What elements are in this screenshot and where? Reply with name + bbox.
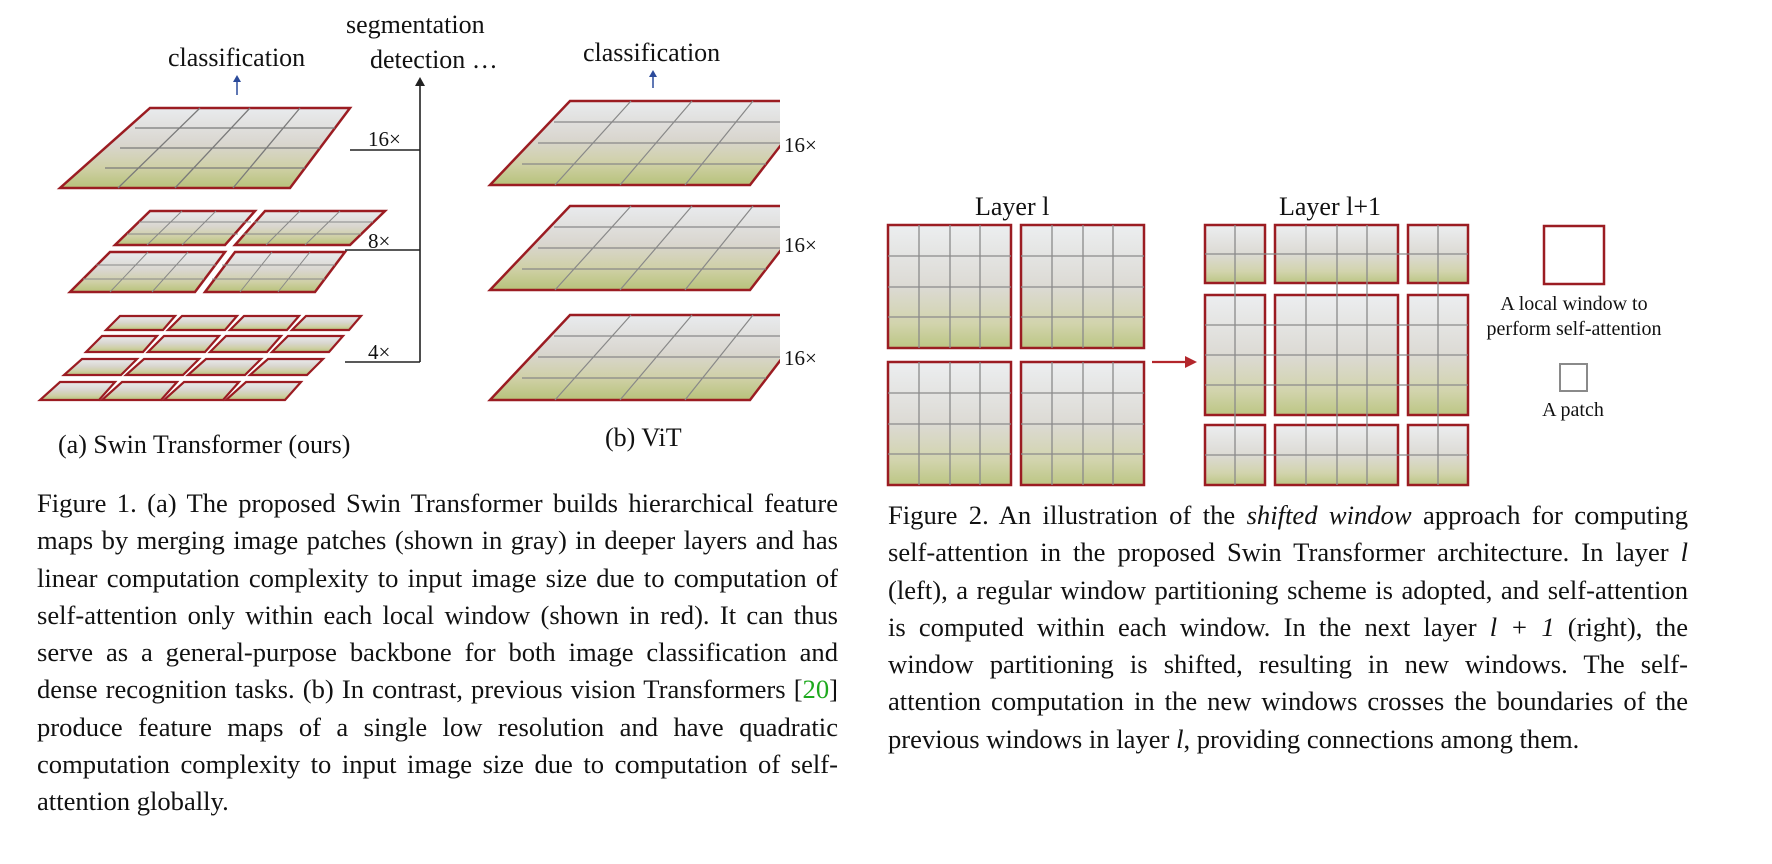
figure2-caption-p3: (left), a regular window partitioning sc…	[888, 574, 1688, 642]
figure2-caption-p1: Figure 2. An illustration of the	[888, 500, 1247, 530]
legend-window-text-line1: A local window to	[1500, 293, 1648, 315]
swin-multiplier-8x: 8×	[368, 229, 391, 253]
branch-up-arrow-icon	[415, 77, 425, 86]
vit-classification-label: classification	[583, 38, 721, 67]
swin-multiplier-16x: 16×	[368, 127, 401, 151]
swin-middle-layer	[66, 209, 389, 294]
layer-l1-windows	[1203, 223, 1470, 487]
figure2-caption-p4: (right), the window partitioning is shif…	[888, 611, 1688, 754]
legend-patch-swatch	[1559, 363, 1588, 392]
shift-arrow-icon	[1152, 356, 1197, 368]
swin-classification-arrow-icon	[233, 75, 241, 95]
figure1-caption-part1: Figure 1. (a) The proposed Swin Transfor…	[37, 488, 838, 705]
legend-window-text-line2: perform self-attention	[1486, 318, 1662, 340]
layer-l-windows	[886, 223, 1146, 487]
legend-patch-text: A patch	[1542, 399, 1604, 421]
figure2-caption-math-l: l	[1680, 537, 1688, 568]
swin-bottom-layer	[37, 314, 364, 402]
figure1-caption: Figure 1. (a) The proposed Swin Transfor…	[37, 485, 838, 821]
vit-multiplier-top: 16×	[784, 133, 817, 157]
swin-detection-label: detection …	[370, 45, 498, 74]
swin-feature-connectors	[345, 85, 421, 363]
figure1-caption-part2: ] produce feature maps of a single low r…	[37, 674, 838, 817]
figure2-caption-p5: , providing connections among them.	[1183, 723, 1580, 754]
vit-multiplier-bottom: 16×	[784, 346, 817, 370]
figure2-caption: Figure 2. An illustration of the shifted…	[888, 497, 1688, 758]
swin-segmentation-label: segmentation	[346, 10, 485, 39]
layer-l1-label: Layer l+1	[1279, 192, 1382, 221]
figure2-caption-em1: shifted window	[1246, 500, 1412, 530]
layer-l-label: Layer l	[975, 192, 1050, 221]
legend-window-text: A local window to perform self-attention	[1466, 292, 1682, 342]
figure1-diagram	[37, 70, 780, 402]
vit-multiplier-middle: 16×	[784, 233, 817, 257]
swin-subcaption: (a) Swin Transformer (ours)	[58, 430, 351, 459]
legend-window-swatch	[1542, 224, 1606, 286]
layer-l1-patch-grid	[1205, 225, 1468, 485]
vit-layer-middle	[487, 204, 780, 292]
swin-top-layer	[56, 106, 353, 190]
figure2-caption-math-l-end: l	[1176, 723, 1184, 754]
vit-classification-arrow-icon	[649, 70, 657, 88]
figure2-caption-p2: approach for computing self-attention in…	[888, 500, 1688, 568]
vit-layer-top	[487, 99, 780, 187]
vit-subcaption: (b) ViT	[605, 423, 682, 452]
swin-classification-label: classification	[168, 43, 306, 72]
vit-layer-bottom	[487, 313, 780, 402]
swin-multiplier-4x: 4×	[368, 340, 391, 364]
citation-link-20[interactable]: 20	[802, 674, 830, 705]
figure2-caption-math-l1: l + 1	[1489, 611, 1555, 642]
